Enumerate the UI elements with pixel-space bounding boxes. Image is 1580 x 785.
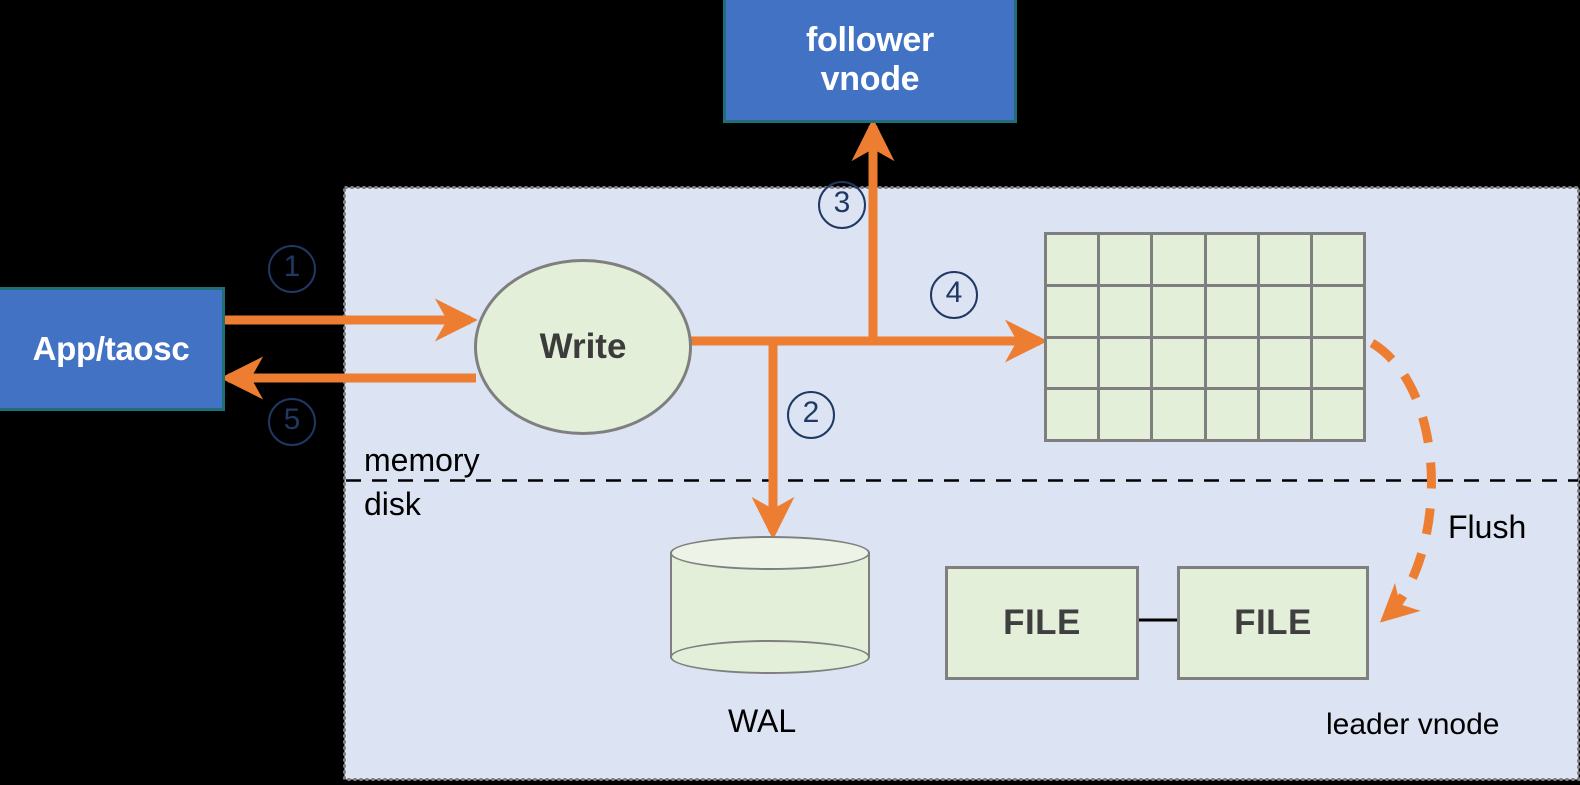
- memtable-cell: [1259, 286, 1310, 336]
- memtable-grid-icon: [1044, 232, 1366, 442]
- write-node[interactable]: Write: [474, 259, 692, 435]
- memtable-cell: [1259, 338, 1310, 388]
- memtable-cell: [1100, 338, 1151, 388]
- step-marker-2: 2: [787, 391, 835, 439]
- memtable-cell: [1259, 390, 1310, 439]
- step-marker-5: 5: [268, 398, 316, 446]
- step-marker-3: 3: [818, 181, 866, 229]
- follower-vnode-node[interactable]: follower vnode: [723, 0, 1017, 123]
- follower-vnode-label-line2: vnode: [820, 60, 920, 98]
- write-label: Write: [539, 327, 627, 366]
- memtable-cell: [1259, 235, 1310, 284]
- database-cylinder-icon: [670, 536, 870, 674]
- memtable-cell: [1153, 390, 1204, 439]
- memtable-cell: [1047, 390, 1098, 439]
- memtable-cell: [1206, 286, 1257, 336]
- arrow-flush-curve: [1369, 339, 1436, 623]
- flush-label: Flush: [1448, 509, 1527, 545]
- memtable-cell: [1047, 235, 1098, 284]
- memtable-cell: [1100, 286, 1151, 336]
- memtable-cell: [1312, 286, 1363, 336]
- leader-vnode-label: leader vnode: [1326, 708, 1500, 741]
- step-marker-5-label: 5: [283, 403, 301, 436]
- memtable-cell: [1153, 286, 1204, 336]
- memtable-cell: [1206, 235, 1257, 284]
- step-marker-1: 1: [268, 245, 316, 293]
- file-label-2: FILE: [1234, 603, 1312, 642]
- app-taosc-node[interactable]: App/taosc: [0, 287, 225, 411]
- file-node-1[interactable]: FILE: [945, 566, 1139, 680]
- memtable-cell: [1047, 286, 1098, 336]
- memtable-cell: [1047, 338, 1098, 388]
- cylinder-bottom: [670, 640, 870, 674]
- cylinder-top: [670, 536, 870, 570]
- disk-label: disk: [364, 486, 421, 522]
- app-taosc-label: App/taosc: [32, 330, 190, 368]
- memtable-cell: [1100, 390, 1151, 439]
- memtable-cell: [1312, 390, 1363, 439]
- memtable-cell: [1206, 390, 1257, 439]
- step-marker-3-label: 3: [833, 186, 851, 219]
- step-marker-2-label: 2: [802, 396, 820, 429]
- memtable-cell: [1206, 338, 1257, 388]
- file-label-1: FILE: [1003, 603, 1081, 642]
- memory-label: memory: [364, 442, 480, 478]
- step-marker-4: 4: [930, 271, 978, 319]
- memtable-cell: [1312, 338, 1363, 388]
- memtable-cell: [1312, 235, 1363, 284]
- step-marker-4-label: 4: [945, 276, 963, 309]
- follower-vnode-label-line1: follower: [806, 20, 934, 59]
- step-marker-1-label: 1: [283, 250, 301, 283]
- memtable-cell: [1100, 235, 1151, 284]
- memtable-cell: [1153, 235, 1204, 284]
- file-node-2[interactable]: FILE: [1177, 566, 1369, 680]
- wal-label: WAL: [728, 703, 797, 739]
- memtable-cell: [1153, 338, 1204, 388]
